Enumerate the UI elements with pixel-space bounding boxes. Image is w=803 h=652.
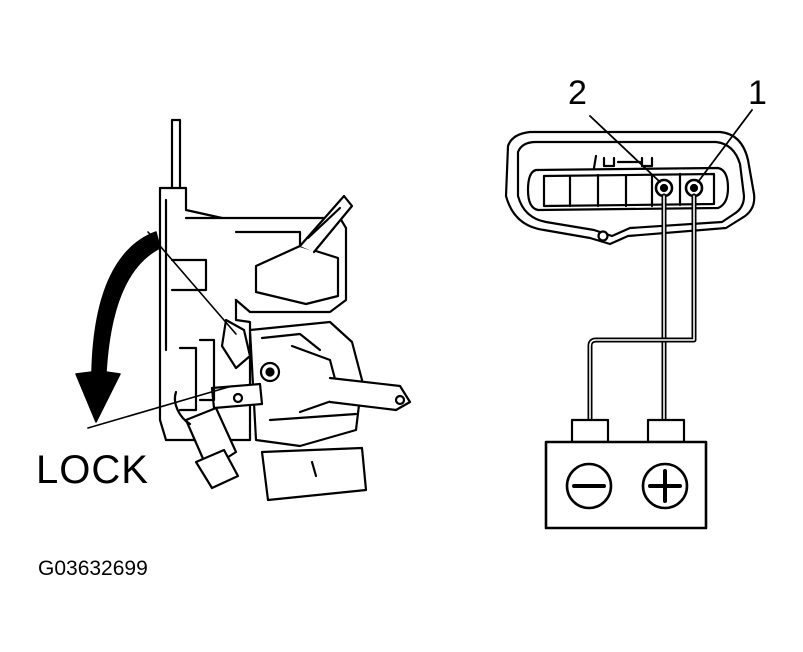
pin-1-leader-line bbox=[697, 109, 753, 183]
lock-direction-arrow-icon bbox=[75, 231, 161, 423]
pin-1-label: 1 bbox=[748, 74, 767, 112]
figure-code: G03632699 bbox=[38, 557, 148, 580]
lock-label: LOCK bbox=[36, 448, 149, 492]
door-lock-connector bbox=[504, 130, 756, 246]
plus-icon bbox=[641, 462, 689, 510]
pin-2-leader-line bbox=[589, 115, 661, 183]
pin-2-label: 2 bbox=[568, 74, 587, 112]
battery bbox=[544, 418, 708, 530]
door-lock-assembly bbox=[87, 118, 412, 502]
minus-icon bbox=[565, 462, 613, 510]
